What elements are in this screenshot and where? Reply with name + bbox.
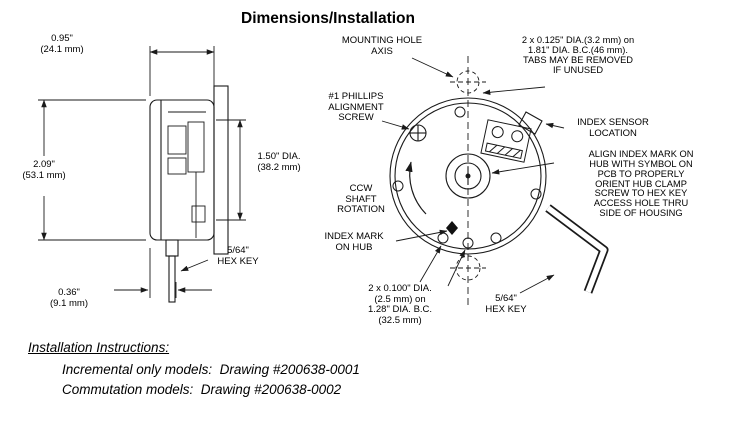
commutation-models-line: Commutation models: Drawing #200638-0002 bbox=[62, 382, 342, 397]
dim-shaft-label: 0.36" (9.1 mm) bbox=[50, 287, 88, 309]
leader-mounting-tabs bbox=[482, 86, 546, 96]
leader-mounting-axis bbox=[411, 57, 454, 78]
index-mark-label: INDEX MARK ON HUB bbox=[324, 231, 384, 253]
hex-key-label-front: 5/64" HEX KEY bbox=[485, 293, 527, 315]
mounting-axis-and-holes bbox=[450, 56, 486, 308]
hex-key-front bbox=[545, 204, 609, 294]
hex-key-label-side: 5/64" HEX KEY bbox=[217, 245, 259, 267]
side-view-drawing bbox=[149, 85, 229, 303]
front-view-leaders bbox=[381, 57, 565, 294]
mounting-hole-axis-label: MOUNTING HOLE AXIS bbox=[341, 35, 423, 57]
leader-index-sensor bbox=[545, 122, 565, 129]
phillips-screw bbox=[409, 124, 427, 142]
page-title: Dimensions/Installation bbox=[241, 10, 415, 27]
ccw-rotation-label: CCW SHAFT ROTATION bbox=[337, 183, 385, 216]
dim-dia-label: 1.50" DIA. (38.2 mm) bbox=[257, 151, 301, 173]
align-note-label: ALIGN INDEX MARK ON HUB WITH SYMBOL ON P… bbox=[588, 149, 694, 219]
side-view-dimensions bbox=[38, 46, 246, 298]
shaft-stub bbox=[165, 239, 179, 257]
index-sensor-connector bbox=[480, 119, 532, 163]
sensor-tab bbox=[518, 111, 543, 135]
leader-bc-hole-1 bbox=[419, 245, 442, 283]
hex-key-shaft-side bbox=[168, 255, 176, 303]
index-mark-diamond bbox=[446, 221, 458, 235]
mounting-hole-bottom bbox=[455, 255, 481, 281]
mounting-flange-side bbox=[213, 85, 229, 255]
installation-instructions-heading: Installation Instructions: bbox=[28, 340, 170, 355]
bc-holes-note-label: 2 x 0.100" DIA. (2.5 mm) on 1.28" DIA. B… bbox=[367, 283, 433, 326]
leader-phillips bbox=[381, 120, 410, 130]
leader-bc-hole-2 bbox=[447, 249, 466, 287]
incremental-models-line: Incremental only models: Drawing #200638… bbox=[62, 362, 360, 377]
index-sensor-label: INDEX SENSOR LOCATION bbox=[577, 117, 649, 139]
leader-index-mark bbox=[395, 229, 448, 242]
ccw-rotation-arrow bbox=[405, 161, 427, 215]
leader-align-note bbox=[491, 162, 555, 175]
leader-hex-key-front bbox=[519, 274, 555, 294]
mounting-tabs-note-label: 2 x 0.125" DIA.(3.2 mm) on 1.81" DIA. B.… bbox=[521, 35, 635, 75]
housing-screws bbox=[392, 106, 542, 244]
dim-height-label: 2.09" (53.1 mm) bbox=[22, 159, 66, 181]
internal-mechanism-detail bbox=[167, 111, 206, 238]
dim-width-label: 0.95" (24.1 mm) bbox=[40, 33, 84, 55]
phillips-screw-label: #1 PHILLIPS ALIGNMENT SCREW bbox=[328, 91, 384, 124]
front-view-drawing bbox=[389, 56, 609, 308]
hex-key-leader-side bbox=[180, 259, 209, 272]
